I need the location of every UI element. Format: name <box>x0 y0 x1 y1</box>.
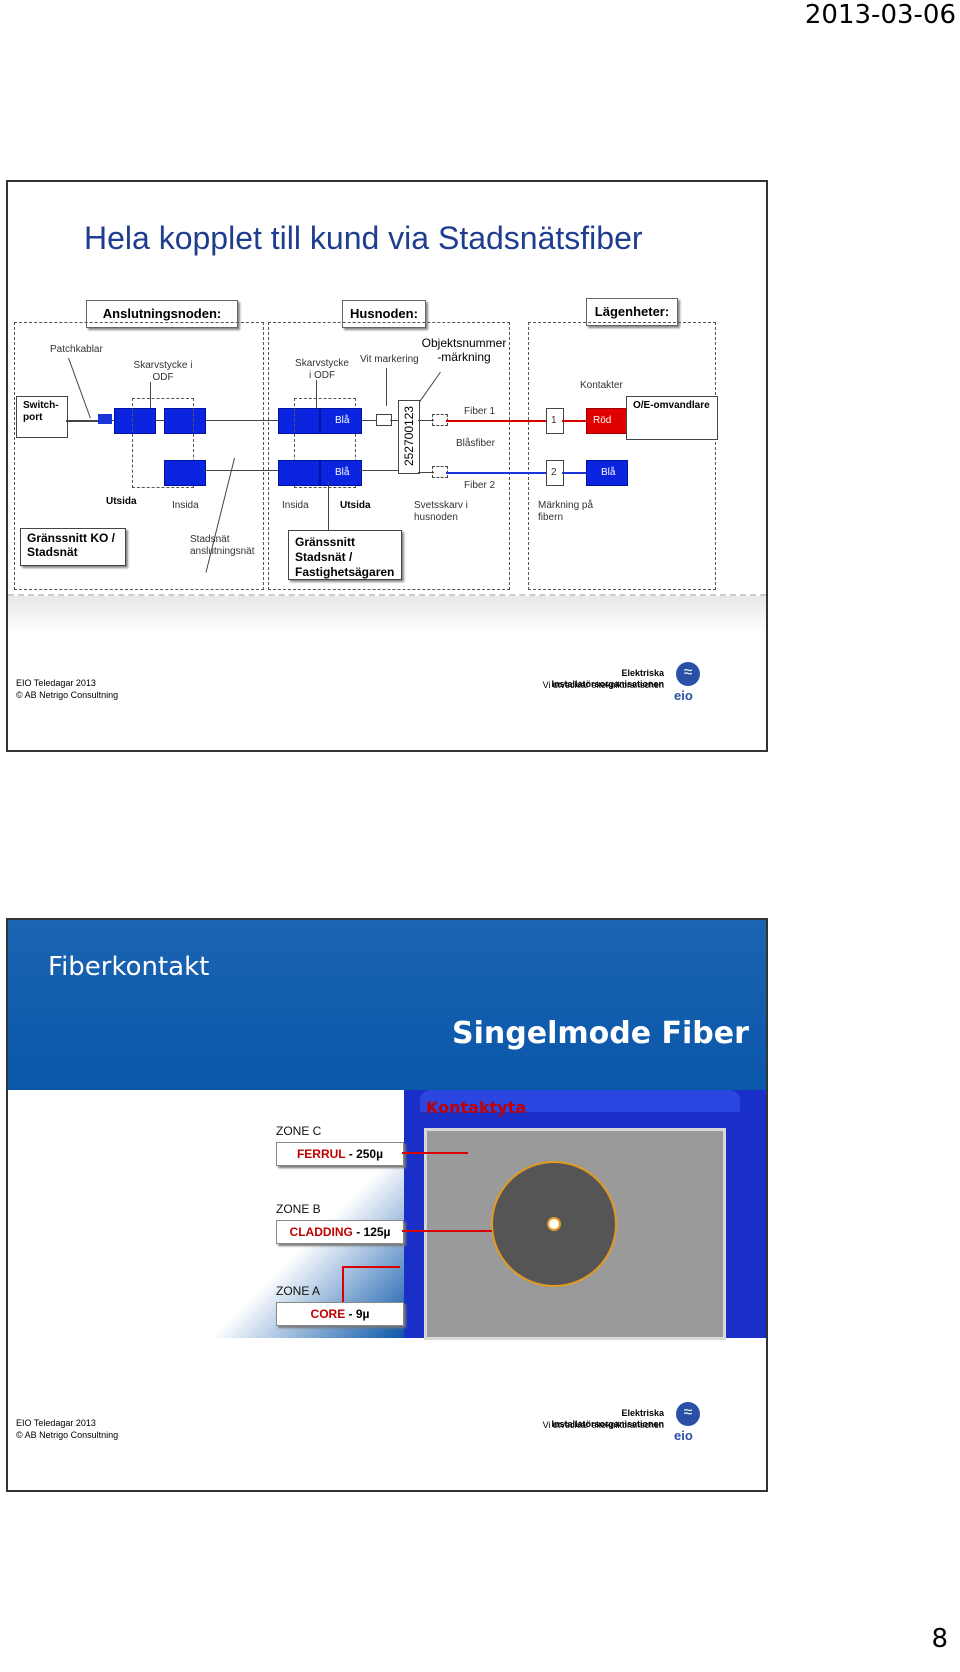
label-gransnitt-ko: Gränssnitt KO / Stadsnät <box>21 529 125 559</box>
zone-a-size: - 9µ <box>345 1307 369 1321</box>
label-num2: 2 <box>551 467 557 479</box>
arrow-zone-a <box>342 1266 400 1268</box>
label-markning-fibern: Märkning på fibern <box>538 500 598 524</box>
zone-c-name: FERRUL <box>297 1147 345 1161</box>
eio-logo-icon: ≈ <box>676 662 700 686</box>
zone-a-label: ZONE A <box>276 1284 320 1298</box>
object-number-tag: 252700123 <box>398 400 420 474</box>
object-number: 252700123 <box>402 400 416 472</box>
label-stadsnat-anslutning: Stadsnät anslutningsnät <box>190 534 258 558</box>
label-insida-1: Insida <box>172 500 199 512</box>
zone-lagenhet <box>528 322 716 590</box>
fiber-1-line <box>562 420 586 422</box>
odf2-connector-lower-left <box>278 460 320 486</box>
fiber-line-2 <box>204 470 288 471</box>
label-skarvstycke-2: Skarvstycke i ODF <box>294 358 350 382</box>
footer-line1: EIO Teledagar 2013 <box>16 678 96 689</box>
label-bla-2: Blå <box>335 467 349 478</box>
leader-line <box>386 368 387 406</box>
odf2-connector-right: Blå <box>320 408 362 434</box>
label-svetsskarv: Svetsskarv i husnoden <box>414 500 474 524</box>
label-utsida-1: Utsida <box>106 496 137 508</box>
slide-fiberkontakt: Fiberkontakt Singelmode Fiber Kontaktyta… <box>6 918 768 1492</box>
page-date: 2013-03-06 <box>805 0 956 30</box>
brand-tagline: Vi utvecklar elteknikbranschen <box>508 680 664 691</box>
label-bla-3: Blå <box>601 467 615 478</box>
arrow-zone-a-vertical <box>342 1266 344 1302</box>
label-switchport: Switch-port <box>17 397 67 424</box>
label-oe: O/E-omvandlare <box>627 397 717 412</box>
page-number: 8 <box>931 1624 948 1654</box>
label-kontaktyta: Kontaktyta <box>426 1098 526 1117</box>
contact-red: Röd <box>586 408 628 434</box>
fiber-2-line <box>562 472 586 474</box>
label-rod: Röd <box>593 415 611 426</box>
odf1-connector-lower <box>164 460 206 486</box>
odf2-connector-lower-right: Blå <box>320 460 362 486</box>
slide-title: Fiberkontakt <box>48 952 209 982</box>
label-fiber1: Fiber 1 <box>464 406 495 418</box>
fiber-2-line <box>446 472 548 474</box>
label-insida-2: Insida <box>282 500 309 512</box>
label-vit-markering: Vit markering <box>360 354 419 366</box>
footer-line2: © AB Netrigo Consultning <box>16 690 118 701</box>
contact-blue: Blå <box>586 460 628 486</box>
switchport-box: Switch-port <box>16 396 68 438</box>
slide-decor-band <box>8 594 766 636</box>
label-num1: 1 <box>551 415 557 427</box>
box-gransnitt-fastighet: Gränssnitt Stadsnät / Fastighetsägaren <box>288 530 402 580</box>
label-bla-1: Blå <box>335 415 349 426</box>
slide-subtitle: Singelmode Fiber <box>452 1016 749 1051</box>
core-dot <box>547 1217 561 1231</box>
label-fiber2: Fiber 2 <box>464 480 495 492</box>
zone-a-name: CORE <box>311 1307 346 1321</box>
label-blasfiber: Blåsfiber <box>456 438 495 450</box>
arrow-zone-b <box>402 1230 492 1232</box>
zone-c-size: - 250µ <box>345 1147 383 1161</box>
left-panel <box>8 1090 404 1338</box>
zone-b-size: - 125µ <box>353 1225 391 1239</box>
brand-tagline: Vi utvecklar elteknikbranschen <box>508 1420 664 1431</box>
zone-a-box: CORE - 9µ <box>276 1302 404 1326</box>
ferrule-render <box>404 1090 766 1338</box>
slide-fiber-chain: Hela kopplet till kund via Stadsnätsfibe… <box>6 180 768 752</box>
arrow-zone-c <box>402 1152 468 1154</box>
zone-b-label: ZONE B <box>276 1202 321 1216</box>
box-gransnitt-ko: Gränssnitt KO / Stadsnät <box>20 528 126 566</box>
eio-logo-icon: ≈ <box>676 1402 700 1426</box>
fiber-line-2 <box>360 470 400 471</box>
label-patchkablar: Patchkablar <box>50 344 103 356</box>
zone-c-label: ZONE C <box>276 1124 321 1138</box>
zone-b-name: CLADDING <box>290 1225 353 1239</box>
label-gransnitt-fastighet: Gränssnitt Stadsnät / Fastighetsägaren <box>289 531 401 580</box>
footer-line2: © AB Netrigo Consultning <box>16 1430 118 1441</box>
label-utsida-2: Utsida <box>340 500 371 512</box>
slide-title: Hela kopplet till kund via Stadsnätsfibe… <box>84 220 643 257</box>
footer-line1: EIO Teledagar 2013 <box>16 1418 96 1429</box>
fiber-1-line <box>446 420 548 422</box>
zone-c-box: FERRUL - 250µ <box>276 1142 404 1166</box>
eio-logo-text: eio <box>674 1428 693 1443</box>
oe-converter: O/E-omvandlare <box>626 396 718 440</box>
eio-logo-text: eio <box>674 688 693 703</box>
zone-b-box: CLADDING - 125µ <box>276 1220 404 1244</box>
label-kontakter: Kontakter <box>580 380 623 392</box>
label-skarvstycke-1: Skarvstycke i ODF <box>132 360 194 384</box>
label-objektsnummer: Objektsnummer -märkning <box>420 336 508 364</box>
patch-connector <box>98 414 112 424</box>
end-face-image <box>424 1128 726 1340</box>
